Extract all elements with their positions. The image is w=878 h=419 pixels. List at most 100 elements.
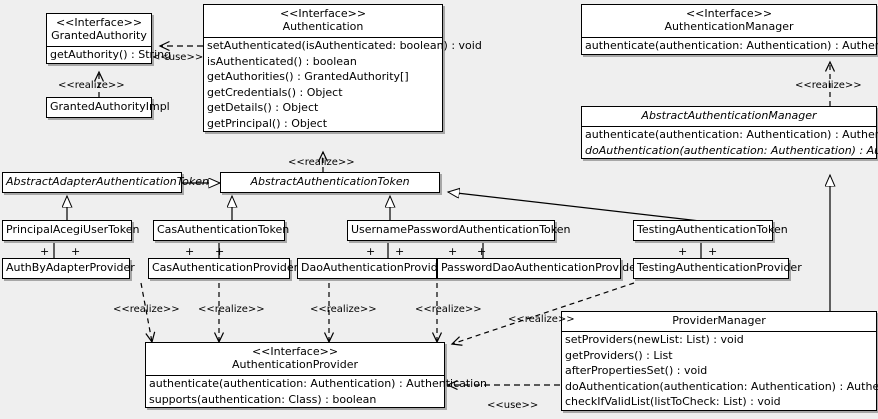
class-header: AbstractAdapterAuthenticationToken <box>3 173 209 192</box>
association-marker-plus: + <box>708 245 718 258</box>
class-name: AbstractAdapterAuthenticationToken <box>6 175 209 188</box>
relationship-label-realize-auth-by-adapter: <<realize>> <box>113 304 180 315</box>
member-row: isAuthenticated() : boolean <box>207 54 357 68</box>
association-marker-plus: + <box>395 245 405 258</box>
relationship-label-realize-dao-provider: <<realize>> <box>310 304 377 315</box>
member-row: authenticate(authentication: Authenticat… <box>585 128 878 141</box>
member-row: setAuthenticated(isAuthenticated: boolea… <box>207 39 482 52</box>
class-authentication[interactable]: <<Interface>> Authentication setAuthenti… <box>203 4 482 132</box>
class-name: AuthByAdapterProvider <box>6 261 135 274</box>
member-row: getPrincipal() : Object <box>207 116 328 130</box>
class-header: TestingAuthenticationToken <box>634 221 788 240</box>
class-header: ProviderManager <box>562 312 876 332</box>
relationship-label-realize-cas-provider: <<realize>> <box>198 304 265 315</box>
member-row: doAuthentication(authentication: Authent… <box>565 379 878 393</box>
association-marker-plus: + <box>71 245 81 258</box>
class-name: AbstractAuthenticationToken <box>250 175 410 188</box>
relationship-label-realize-password-dao-provider: <<realize>> <box>415 304 482 315</box>
member-row: getProviders() : List <box>565 348 673 362</box>
class-header: TestingAuthenticationProvider <box>634 259 802 278</box>
class-granted-authority[interactable]: <<Interface>> GrantedAuthority getAuthor… <box>46 13 172 64</box>
class-name: Authentication <box>282 20 364 33</box>
association-marker-plus: + <box>366 245 376 258</box>
class-name: AuthenticationProvider <box>231 358 359 371</box>
class-authentication-provider[interactable]: <<Interface>> AuthenticationProvider aut… <box>145 342 487 408</box>
relationship-label-realize-testing-provider: <<realize>> <box>508 314 575 325</box>
class-header: <<Interface>> GrantedAuthority <box>47 14 151 47</box>
member-row: doAuthentication(authentication: Authent… <box>585 143 878 157</box>
class-header: UsernamePasswordAuthenticationToken <box>348 221 571 240</box>
member-row: supports(authentication: Class) : boolea… <box>149 392 377 406</box>
class-testing-authentication-provider[interactable]: TestingAuthenticationProvider <box>633 258 802 279</box>
class-testing-authentication-token[interactable]: TestingAuthenticationToken <box>633 220 788 241</box>
association-marker-plus: + <box>448 245 458 258</box>
relationship-label-realize-abstract-token: <<realize>> <box>288 157 355 168</box>
class-name: CasAuthenticationProvider <box>152 261 299 274</box>
class-granted-authority-impl[interactable]: GrantedAuthorityImpl <box>46 97 170 118</box>
member-row: setProviders(newList: List) : void <box>565 333 744 346</box>
member-row: checkIfValidList(listToCheck: List) : vo… <box>565 395 781 408</box>
member-row: authenticate(authentication: Authenticat… <box>585 39 878 52</box>
class-header: CasAuthenticationToken <box>154 221 290 240</box>
class-header: PrincipalAcegiUserToken <box>3 221 140 240</box>
association-marker-plus: + <box>678 245 688 258</box>
class-username-password-authentication-token[interactable]: UsernamePasswordAuthenticationToken <box>347 220 571 241</box>
association-marker-plus: + <box>477 245 487 258</box>
class-header: <<Interface>> AuthenticationProvider <box>146 343 444 376</box>
class-header: DaoAuthenticationProvider <box>298 259 449 278</box>
class-cas-authentication-provider[interactable]: CasAuthenticationProvider <box>148 258 299 279</box>
class-name: CasAuthenticationToken <box>157 223 290 236</box>
member-row: authenticate(authentication: Authenticat… <box>149 377 487 390</box>
class-header: AbstractAuthenticationManager <box>582 107 876 127</box>
stereotype-label: <<Interface>> <box>279 7 367 20</box>
member-row: getCredentials() : Object <box>207 85 343 99</box>
class-name: PrincipalAcegiUserToken <box>6 223 140 236</box>
relationship-label-realize-abstract-manager: <<realize>> <box>795 80 862 91</box>
class-header: CasAuthenticationProvider <box>149 259 299 278</box>
class-dao-authentication-provider[interactable]: DaoAuthenticationProvider <box>297 258 449 279</box>
stereotype-label: <<Interface>> <box>251 345 339 358</box>
stereotype-label: <<Interface>> <box>55 16 143 29</box>
class-header: AbstractAuthenticationToken <box>221 173 439 192</box>
class-header: <<Interface>> AuthenticationManager <box>582 5 876 38</box>
association-marker-plus: + <box>40 245 50 258</box>
association-marker-plus: + <box>185 245 195 258</box>
class-authentication-manager[interactable]: <<Interface>> AuthenticationManager auth… <box>581 4 878 55</box>
class-name: ProviderManager <box>672 314 766 327</box>
class-name: GrantedAuthorityImpl <box>50 100 170 113</box>
class-members: authenticate(authentication: Authenticat… <box>582 127 878 158</box>
member-row: afterPropertiesSet() : void <box>565 364 708 377</box>
class-auth-by-adapter-provider[interactable]: AuthByAdapterProvider <box>2 258 135 279</box>
class-header: PasswordDaoAuthenticationProvider <box>438 259 641 278</box>
class-members: authenticate(authentication: Authenticat… <box>582 38 878 54</box>
class-header: AuthByAdapterProvider <box>3 259 135 278</box>
relationship-label-realize-granted-authority-impl: <<realize>> <box>58 80 125 91</box>
class-header: GrantedAuthorityImpl <box>47 98 170 117</box>
relationship-label-use-granted-authority: <<use>> <box>152 52 204 63</box>
class-name: TestingAuthenticationProvider <box>637 261 802 274</box>
class-name: AuthenticationManager <box>664 20 794 33</box>
class-members: authenticate(authentication: Authenticat… <box>146 376 487 407</box>
class-abstract-adapter-authentication-token[interactable]: AbstractAdapterAuthenticationToken <box>2 172 209 193</box>
member-row: getDetails() : Object <box>207 101 319 114</box>
class-name: DaoAuthenticationProvider <box>301 261 449 274</box>
class-abstract-authentication-token[interactable]: AbstractAuthenticationToken <box>220 172 440 193</box>
class-members: setAuthenticated(isAuthenticated: boolea… <box>204 38 482 131</box>
member-row: getAuthorities() : GrantedAuthority[] <box>207 70 409 83</box>
member-row: getAuthority() : String <box>50 48 172 61</box>
relationship-label-use-provider-manager: <<use>> <box>487 400 539 411</box>
class-name: TestingAuthenticationToken <box>637 223 788 236</box>
class-principal-acegi-user-token[interactable]: PrincipalAcegiUserToken <box>2 220 140 241</box>
class-cas-authentication-token[interactable]: CasAuthenticationToken <box>153 220 290 241</box>
class-members: getAuthority() : String <box>47 47 172 63</box>
class-name: PasswordDaoAuthenticationProvider <box>441 261 641 274</box>
class-abstract-authentication-manager[interactable]: AbstractAuthenticationManager authentica… <box>581 106 878 159</box>
class-members: setProviders(newList: List) : void getPr… <box>562 332 878 410</box>
class-password-dao-authentication-provider[interactable]: PasswordDaoAuthenticationProvider <box>437 258 641 279</box>
class-header: <<Interface>> Authentication <box>204 5 442 38</box>
class-name: GrantedAuthority <box>51 29 147 42</box>
class-name: UsernamePasswordAuthenticationToken <box>351 223 571 236</box>
stereotype-label: <<Interface>> <box>685 7 773 20</box>
class-provider-manager[interactable]: ProviderManager setProviders(newList: Li… <box>561 311 878 411</box>
